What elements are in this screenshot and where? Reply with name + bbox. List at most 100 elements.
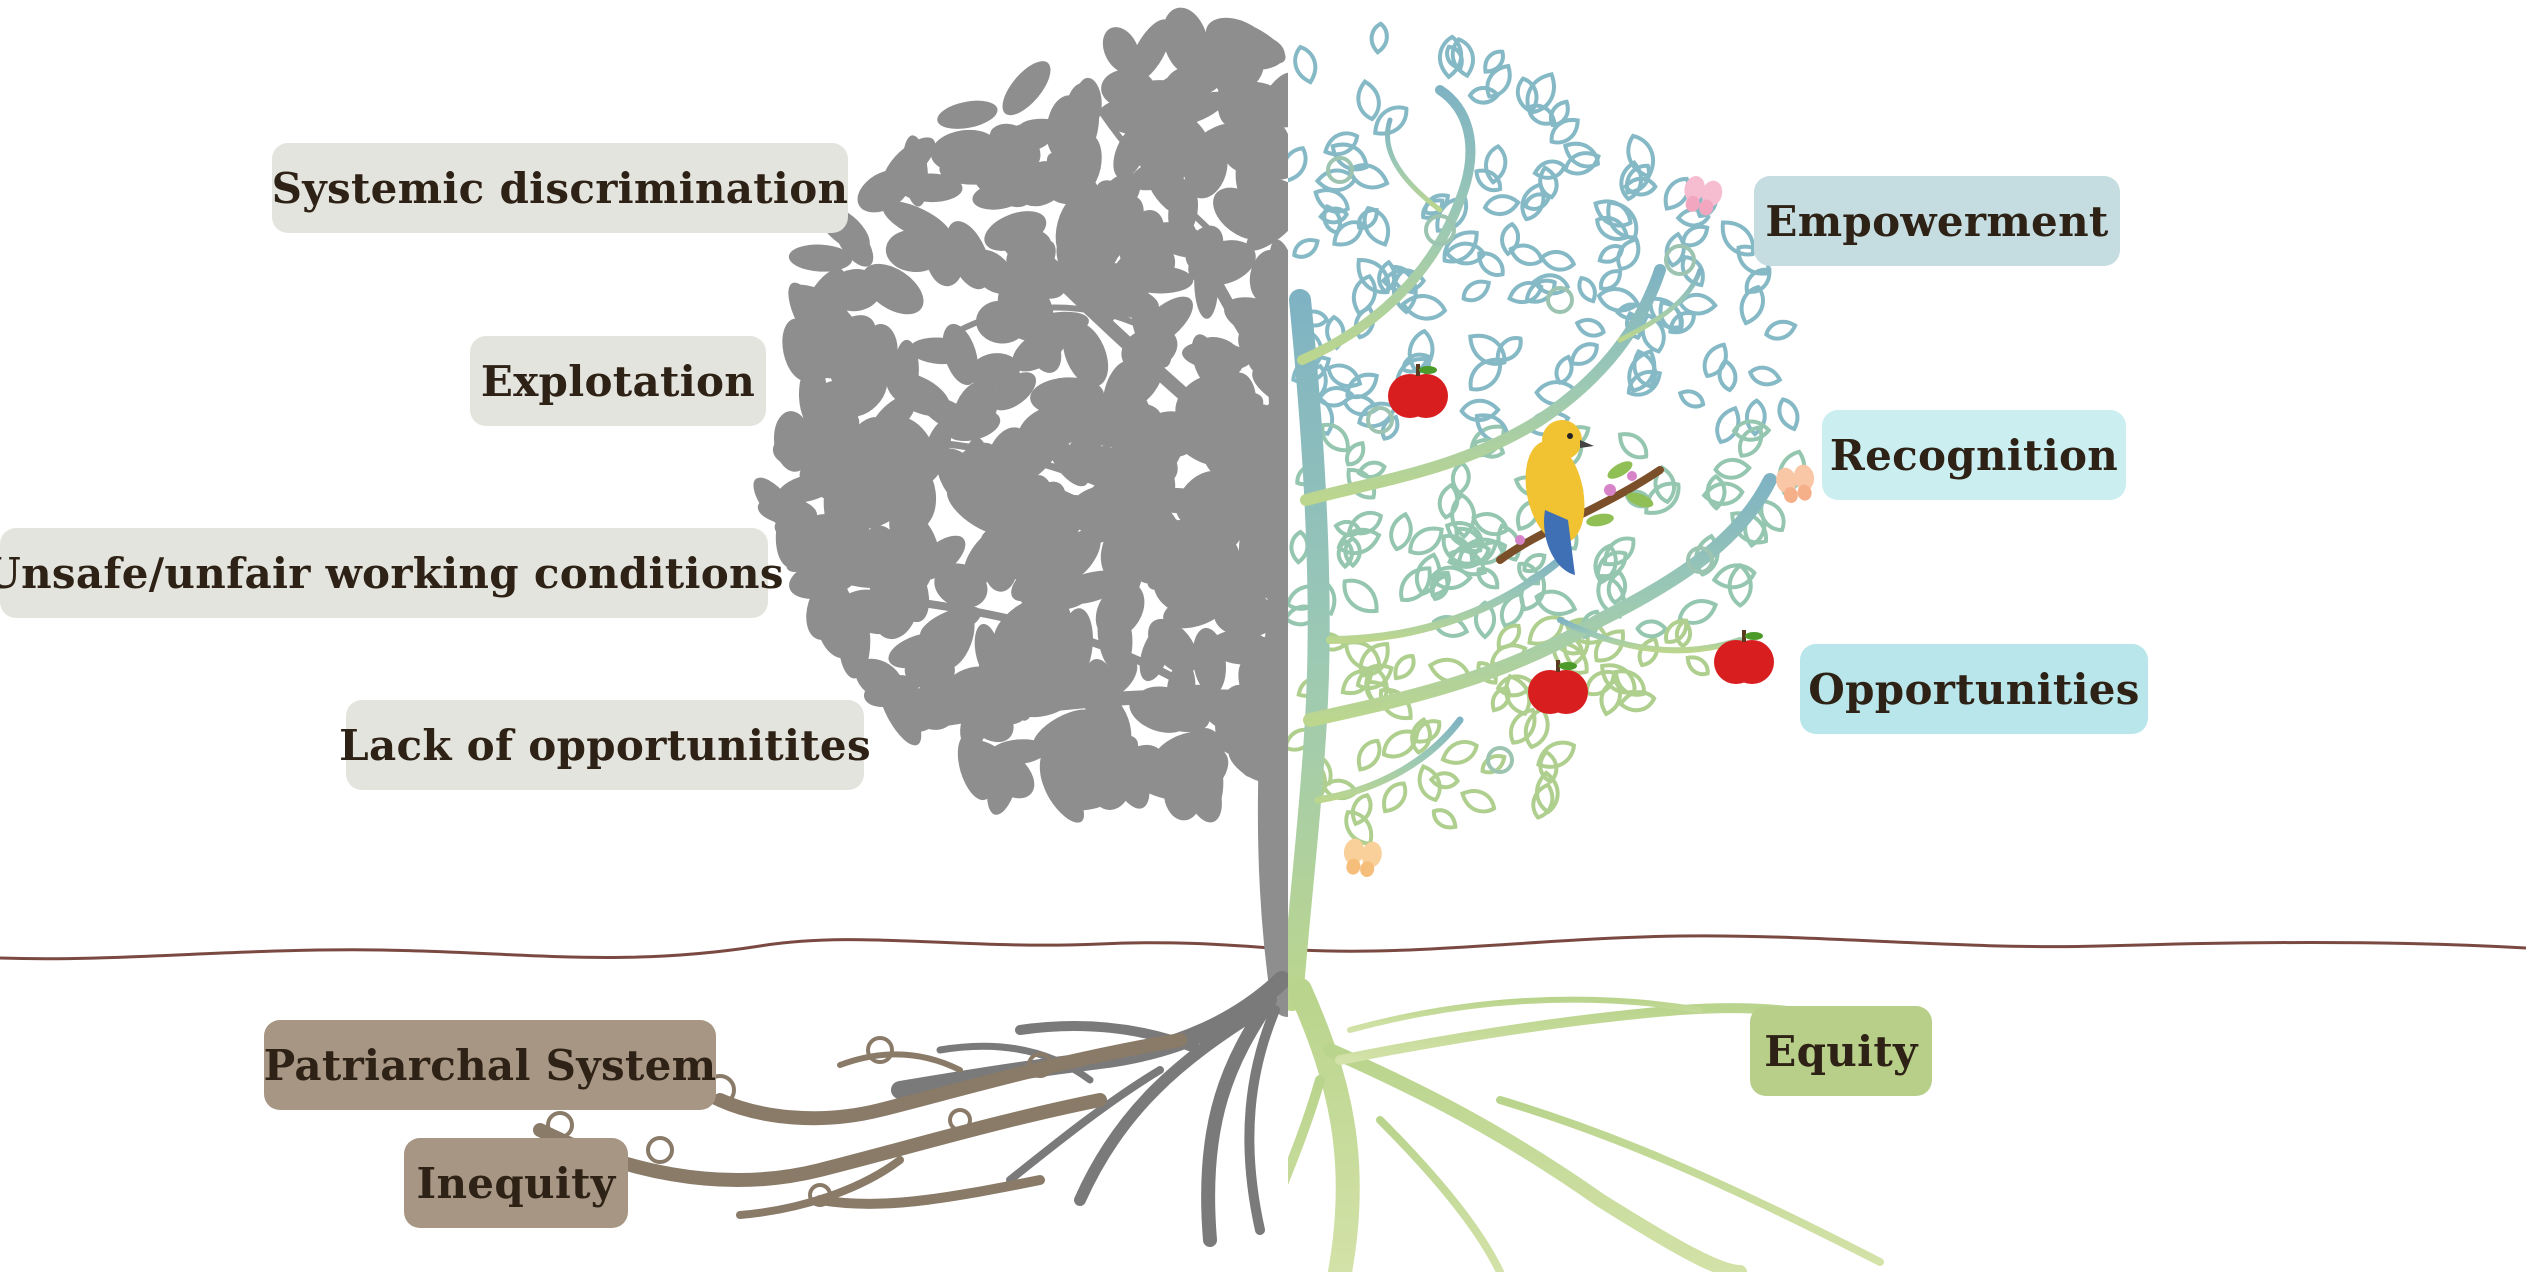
label-unsafe-working-conditions: Unsafe/unfair working conditions — [0, 528, 784, 618]
label-patriarchal-system: Patriarchal System — [264, 1020, 716, 1110]
colored-leaf — [1408, 526, 1444, 556]
colored-leaf — [1440, 740, 1479, 765]
colored-leaf — [1715, 405, 1741, 445]
colored-leaf — [1507, 281, 1544, 304]
colored-leaf — [1431, 808, 1458, 830]
colored-leaf — [1444, 241, 1487, 266]
colored-leaf — [1400, 294, 1448, 321]
label-equity: Equity — [1750, 1006, 1932, 1096]
gray-leaf — [1148, 618, 1198, 674]
colored-leaf — [1473, 600, 1497, 640]
gray-leaf — [1148, 74, 1194, 126]
colored-leaf — [1459, 398, 1501, 423]
gray-leaf — [899, 173, 963, 203]
colored-leaf — [1717, 358, 1738, 393]
colored-leaf — [1763, 319, 1798, 341]
colored-leaf — [1480, 754, 1507, 775]
gray-leaf — [862, 263, 924, 315]
colored-leaf — [1318, 206, 1350, 225]
colored-leaf — [1685, 655, 1710, 677]
gray-leaf — [1075, 404, 1146, 432]
colored-leaf — [1747, 365, 1783, 387]
colored-leaf — [1539, 250, 1577, 272]
colored-leaf — [1504, 673, 1532, 716]
gray-leaf — [1129, 19, 1172, 83]
gray-leaf — [804, 518, 869, 551]
colored-leaf — [1618, 432, 1649, 460]
colored-leaf — [1429, 570, 1451, 598]
colored-leaf — [1532, 159, 1567, 180]
colored-leaf — [1713, 458, 1752, 480]
gray-leaf — [1195, 747, 1224, 814]
gray-leaf — [1103, 548, 1143, 602]
colored-leaf — [1444, 521, 1485, 549]
colored-leaf — [1313, 188, 1350, 214]
label-opportunities: Opportunities — [1800, 644, 2148, 734]
colored-leaf — [1644, 481, 1681, 515]
gray-leaf — [1017, 403, 1087, 452]
colored-leaf — [1737, 425, 1764, 458]
colored-leaf — [1635, 619, 1669, 639]
colored-leaf — [1288, 146, 1308, 184]
colored-leaf — [1293, 44, 1318, 85]
butterfly-icon — [1776, 464, 1815, 504]
colored-leaf — [1593, 199, 1633, 228]
colored-leaf — [1627, 348, 1657, 393]
gray-leaf — [1159, 534, 1218, 568]
apple-icon — [1714, 630, 1774, 684]
label-systemic-discrimination: Systemic discrimination — [272, 143, 848, 233]
gray-leaf — [855, 495, 905, 529]
gray-leaf — [937, 100, 998, 129]
gray-leaf — [1123, 265, 1194, 294]
gray-leaf — [1097, 657, 1138, 699]
gray-leaf — [894, 339, 919, 399]
colored-leaf — [1524, 278, 1557, 304]
gray-leaf — [1032, 557, 1069, 607]
colored-leaf — [1664, 618, 1689, 644]
gray-leaf — [1162, 7, 1209, 76]
colored-leaf — [1485, 63, 1512, 99]
colored-leaf — [1369, 21, 1389, 55]
gray-leaf — [878, 678, 922, 746]
gray-leaf — [839, 589, 911, 635]
colored-leaf — [1483, 49, 1505, 74]
bird-icon — [1496, 420, 1664, 575]
gray-leaf — [801, 394, 864, 436]
colored-leaf — [1525, 71, 1556, 115]
gray-leaf — [934, 563, 988, 609]
colored-leaf — [1523, 192, 1552, 211]
colored-leaf — [1663, 176, 1691, 211]
gray-leaf — [1194, 691, 1255, 740]
colored-leaf — [1508, 243, 1544, 267]
colored-leaf — [1739, 284, 1765, 326]
colored-leaf — [1626, 370, 1663, 397]
colored-leaf — [1357, 738, 1382, 772]
colored-leaf — [1476, 567, 1500, 590]
gray-leaf — [994, 666, 1057, 699]
gray-tree — [533, 7, 1288, 1247]
colored-leaf — [1677, 389, 1706, 409]
colored-leaf — [1429, 565, 1473, 590]
gray-leaf — [883, 137, 936, 187]
gray-leaf — [1076, 223, 1120, 274]
colored-leaf — [1346, 511, 1384, 536]
colored-leaf — [1538, 749, 1559, 784]
gray-leaf — [772, 433, 826, 468]
colored-leaf — [1438, 34, 1464, 80]
colored-leaf — [1382, 781, 1408, 814]
colored-leaf — [1495, 674, 1536, 698]
colored-leaf — [1531, 273, 1571, 296]
gray-leaf — [1015, 161, 1067, 207]
colored-leaf — [1343, 535, 1362, 569]
colored-leaf — [1356, 78, 1381, 122]
colored-leaf — [1602, 536, 1636, 567]
gray-leaf — [1039, 739, 1075, 800]
colored-leaf — [1342, 578, 1379, 613]
gray-leaf — [1003, 228, 1052, 262]
colored-leaf — [1344, 810, 1374, 847]
colored-leaf — [1362, 205, 1391, 247]
label-inequity: Inequity — [404, 1138, 628, 1228]
gray-leaf — [1163, 592, 1227, 629]
colored-leaf — [1345, 372, 1379, 400]
colored-leaf — [1347, 163, 1390, 190]
